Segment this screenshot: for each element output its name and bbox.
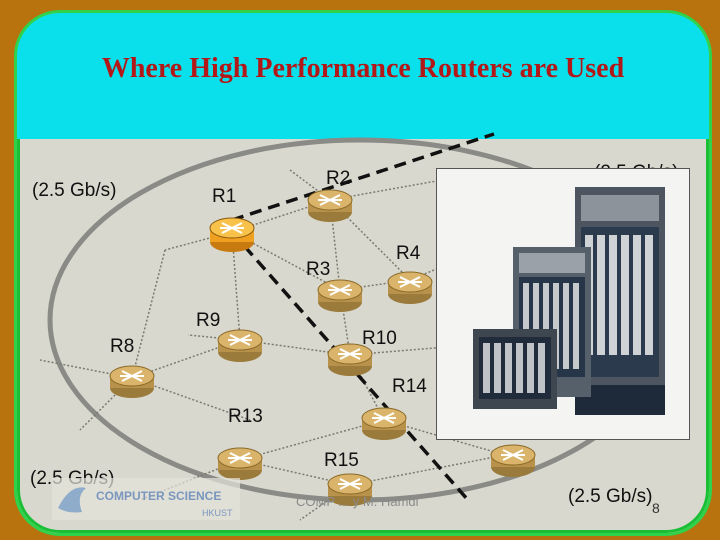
rate-label-top-left: (2.5 Gb/s)	[32, 180, 117, 201]
router-icon-r1	[209, 217, 255, 252]
hkust-cs-logo: COMPUTER SCIENCE HKUST	[52, 478, 240, 520]
router-label-r14: R14	[392, 376, 427, 397]
router-icon-r8	[109, 365, 155, 399]
router-icon-r3	[317, 279, 363, 313]
router-label-r2: R2	[326, 168, 351, 189]
router-hardware-photo	[436, 168, 690, 440]
router-label-r9: R9	[196, 310, 221, 331]
router-label-r8: R8	[110, 336, 135, 357]
router-icon-r13	[217, 447, 263, 481]
router-label-r4: R4	[396, 243, 421, 264]
router-icon-r9	[217, 329, 263, 363]
router-icons	[109, 189, 536, 507]
router-icon-r4	[387, 271, 433, 305]
page-number: 8	[652, 500, 660, 516]
title-band	[17, 13, 709, 139]
router-label-r1: R1	[212, 186, 237, 207]
slide-title: Where High Performance Routers are Used	[101, 53, 625, 84]
router-label-r3: R3	[306, 259, 331, 280]
router-label-r15: R15	[324, 450, 359, 471]
logo-subtext: HKUST	[202, 508, 233, 518]
router-icon-extra	[490, 444, 536, 478]
router-icon-r2	[307, 189, 353, 223]
logo-text: COMPUTER SCIENCE	[96, 489, 221, 503]
router-chassis-image	[473, 187, 665, 415]
router-label-r10: R10	[362, 328, 397, 349]
footer-credit: COMP ... y M. Hamdi	[296, 494, 419, 509]
router-label-r13: R13	[228, 406, 263, 427]
rate-label-bottom-right: (2.5 Gb/s)	[568, 486, 653, 507]
router-icon-r14	[361, 407, 407, 441]
